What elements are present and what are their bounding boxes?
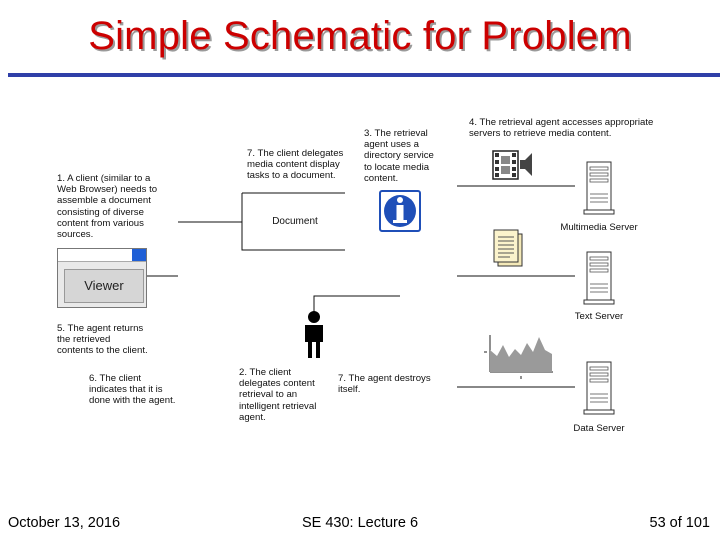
server-tower-icon — [583, 251, 615, 305]
text-server-label: Text Server — [574, 311, 624, 322]
agent-connector — [313, 295, 400, 312]
area-chart-icon — [484, 335, 553, 379]
note-step-6: 6. The client indicates that it is done … — [89, 373, 176, 407]
person-icon — [305, 311, 323, 358]
note-step-5: 5. The agent returns the retrieved conte… — [57, 323, 148, 357]
title-divider — [8, 73, 720, 77]
server-tower-icon — [583, 361, 615, 415]
note-step-7-agent: 7. The agent destroys itself. — [338, 373, 431, 396]
text-document-icon — [493, 229, 523, 267]
viewer-titlebar — [58, 249, 146, 262]
footer-course: SE 430: Lecture 6 — [301, 515, 419, 531]
multimedia-server-label: Multimedia Server — [560, 222, 638, 233]
note-step-7-client: 7. The client delegates media content di… — [247, 148, 344, 182]
note-step-4: 4. The retrieval agent accesses appropri… — [469, 117, 654, 140]
server-tower-icon — [583, 161, 615, 215]
slide-title: Simple Schematic for Problem — [88, 14, 632, 58]
document-label: Document — [272, 216, 318, 227]
note-step-2: 2. The client delegates content retrieva… — [239, 367, 317, 423]
note-step-1: 1. A client (similar to a Web Browser) n… — [57, 173, 158, 241]
footer-date: October 13, 2016 — [8, 515, 121, 531]
film-speaker-icon — [492, 150, 532, 180]
viewer-button — [132, 249, 146, 261]
document-box — [241, 192, 345, 251]
data-server-label: Data Server — [573, 423, 625, 434]
viewer-label: Viewer — [64, 269, 144, 303]
footer-page-number: 53 of 101 — [649, 515, 710, 531]
viewer-window: Viewer — [57, 248, 147, 308]
note-step-3: 3. The retrieval agent uses a directory … — [364, 128, 434, 184]
info-icon — [379, 190, 421, 232]
